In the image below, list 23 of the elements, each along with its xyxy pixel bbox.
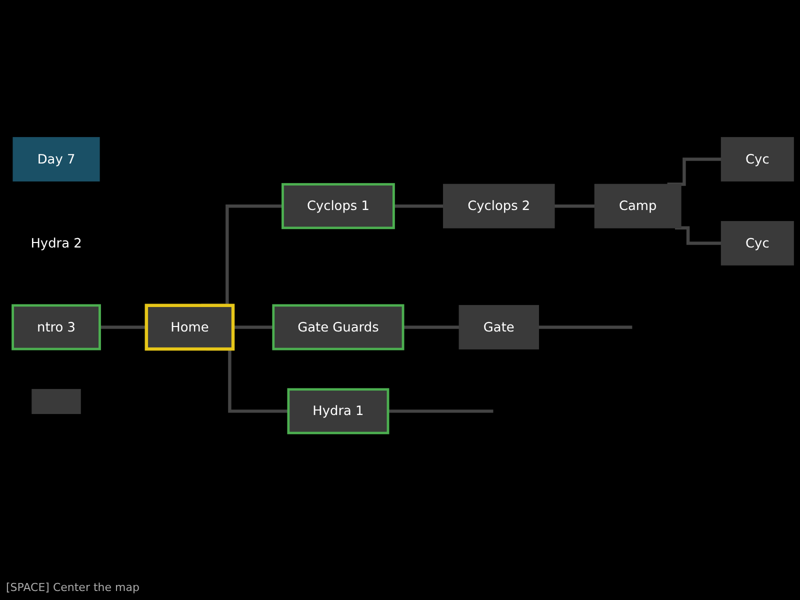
node-box: ntro 3	[12, 304, 101, 350]
node-box: Gate Guards	[272, 304, 404, 350]
node-box: Day 7	[12, 136, 100, 182]
connector	[538, 325, 632, 329]
hint-text: [SPACE] Center the map	[6, 581, 140, 594]
connector	[403, 325, 460, 329]
connector	[674, 226, 722, 245]
connector	[394, 204, 444, 208]
connector	[554, 204, 595, 208]
node-box: Camp	[594, 184, 682, 228]
connector	[233, 325, 274, 329]
connector	[667, 157, 722, 186]
connector	[388, 409, 494, 413]
node-box	[32, 388, 81, 414]
node-box: Home	[144, 304, 235, 350]
node-box: Cyclops 2	[443, 184, 555, 228]
connector	[100, 325, 146, 329]
node-text: Hydra 2	[30, 234, 82, 250]
node-box: Cyc	[720, 220, 794, 266]
node-box: Hydra 1	[287, 388, 390, 434]
node-box: Cyc	[720, 136, 794, 182]
node-box: Cyclops 1	[282, 182, 395, 229]
node-box: Gate	[458, 304, 539, 350]
